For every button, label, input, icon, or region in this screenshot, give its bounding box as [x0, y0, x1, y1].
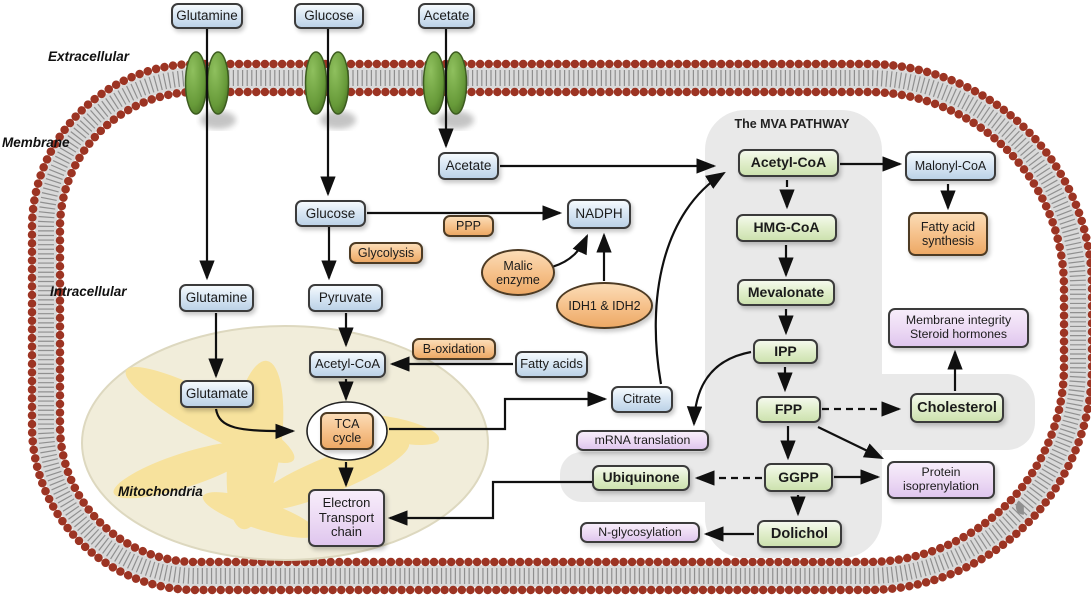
node-ubiquinone: Ubiquinone [592, 465, 690, 491]
membrane-tails [35, 67, 1089, 587]
node-nadph: NADPH [567, 199, 631, 229]
node-protein-isoprenylation: Protein isoprenylation [887, 461, 995, 499]
node-pyruvate: Pyruvate [308, 284, 383, 312]
node-acetyl-coa-mitochondrial: Acetyl-CoA [309, 351, 386, 378]
label-b-oxidation: B-oxidation [412, 338, 496, 360]
label-ppp: PPP [443, 215, 494, 237]
node-glutamate: Glutamate [180, 380, 254, 408]
node-fatty-acid-synthesis: Fatty acid synthesis [908, 212, 988, 256]
node-glucose-intracellular: Glucose [295, 200, 366, 227]
node-electron-transport-chain: Electron Transport chain [308, 489, 385, 547]
membrane-bead-rings [27, 59, 1091, 595]
mva-pathway-title: The MVA PATHWAY [734, 117, 850, 131]
node-malonyl-coa: Malonyl-CoA [905, 151, 996, 181]
membrane-transporters [184, 51, 474, 129]
node-idh1-idh2: IDH1 & IDH2 [556, 282, 653, 329]
node-mevalonate: Mevalonate [737, 279, 835, 306]
node-glutamine-intracellular: Glutamine [179, 284, 254, 312]
node-fpp: FPP [756, 396, 821, 423]
node-tca-cycle: TCA cycle [320, 412, 374, 450]
node-acetate-extracellular: Acetate [418, 3, 475, 29]
node-ipp: IPP [753, 339, 818, 364]
node-acetate-intracellular: Acetate [438, 152, 499, 180]
node-glutamine-extracellular: Glutamine [171, 3, 243, 29]
node-hmg-coa: HMG-CoA [736, 214, 837, 242]
node-mrna-translation: mRNA translation [576, 430, 709, 451]
node-n-glycosylation: N-glycosylation [580, 522, 700, 543]
node-dolichol: Dolichol [757, 520, 842, 548]
node-ggpp: GGPP [764, 463, 833, 492]
node-citrate: Citrate [611, 386, 673, 413]
label-glycolysis: Glycolysis [349, 242, 423, 264]
extracellular-label: Extracellular [48, 49, 130, 64]
node-acetyl-coa-mva: Acetyl-CoA [738, 149, 839, 177]
intracellular-label: Intracellular [50, 284, 127, 299]
node-cholesterol: Cholesterol [910, 393, 1004, 423]
membrane-label: Membrane [2, 135, 70, 150]
node-malic-enzyme: Malic enzyme [481, 249, 555, 296]
node-fatty-acids: Fatty acids [515, 351, 588, 378]
mitochondria-label: Mitochondria [118, 484, 203, 499]
node-membrane-integrity-steroid-hormones: Membrane integrity Steroid hormones [888, 308, 1029, 348]
node-glucose-extracellular: Glucose [294, 3, 364, 29]
